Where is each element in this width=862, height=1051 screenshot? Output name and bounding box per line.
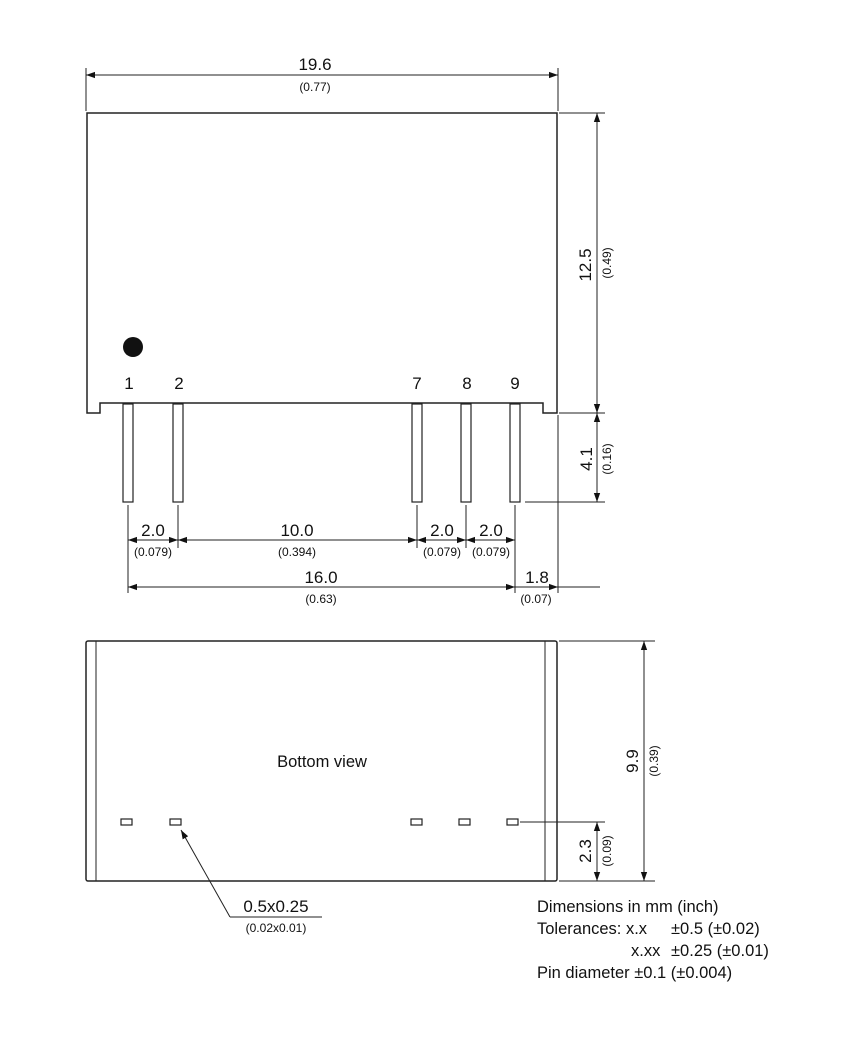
edge-offset-in: (0.07) <box>520 592 551 606</box>
notes-block: Dimensions in mm (inch) Tolerances: x.x … <box>537 898 769 982</box>
bottom-height-in: (0.39) <box>647 745 661 776</box>
pad-9 <box>506 818 519 826</box>
pin-7 <box>411 403 423 503</box>
note-tol-value-1: ±0.5 (±0.02) <box>671 920 760 938</box>
pitch-8-9-mm: 2.0 <box>479 521 503 540</box>
height-in: (0.49) <box>600 247 614 278</box>
pad-size-leader <box>180 829 231 918</box>
note-tol-label-2: x.xx <box>631 942 661 960</box>
total-span-in: (0.63) <box>305 592 336 606</box>
total-span-mm: 16.0 <box>304 568 337 587</box>
top-view: 1 2 7 8 9 19.6 (0.77) 12.5 (0.49) 4.1 (0… <box>85 55 614 606</box>
pad-2 <box>169 818 182 826</box>
pin-length-mm: 4.1 <box>577 447 596 471</box>
pin-8 <box>460 403 472 503</box>
pin-9 <box>509 403 521 503</box>
pin-label-8: 8 <box>462 374 471 393</box>
pad-7 <box>410 818 423 826</box>
edge-offset-mm: 1.8 <box>525 568 549 587</box>
pin-2 <box>172 403 184 503</box>
module-body-outline <box>86 112 558 414</box>
pin-label-1: 1 <box>124 374 133 393</box>
pin1-marker-dot <box>123 337 143 357</box>
pad-8 <box>458 818 471 826</box>
note-units: Dimensions in mm (inch) <box>537 898 719 916</box>
width-mm: 19.6 <box>298 55 331 74</box>
pin-label-2: 2 <box>174 374 183 393</box>
pitch-7-8-in: (0.079) <box>423 545 461 559</box>
pad-size-mm: 0.5x0.25 <box>243 897 308 916</box>
span-2-7-in: (0.394) <box>278 545 316 559</box>
pin-1 <box>122 403 134 503</box>
width-in: (0.77) <box>299 80 330 94</box>
bottom-body-outline <box>85 640 558 882</box>
pin-label-9: 9 <box>510 374 519 393</box>
pitch-8-9-in: (0.079) <box>472 545 510 559</box>
pitch-1-2-mm: 2.0 <box>141 521 165 540</box>
pitch-7-8-mm: 2.0 <box>430 521 454 540</box>
span-2-7-mm: 10.0 <box>280 521 313 540</box>
pad-1 <box>120 818 133 826</box>
pad-size-in: (0.02x0.01) <box>246 921 307 935</box>
pitch-1-2-in: (0.079) <box>134 545 172 559</box>
note-tol-value-2: ±0.25 (±0.01) <box>671 942 769 960</box>
bottom-view: Bottom view 9.9 (0.39) 2.3 (0.09) 0.5x0.… <box>85 640 661 935</box>
height-mm: 12.5 <box>576 248 595 281</box>
bottom-view-label: Bottom view <box>277 753 367 771</box>
pin-row-mm: 2.3 <box>576 839 595 863</box>
pin-row-in: (0.09) <box>600 835 614 866</box>
pin-label-7: 7 <box>412 374 421 393</box>
note-tol-label-1: Tolerances: x.x <box>537 920 648 938</box>
bottom-height-mm: 9.9 <box>623 749 642 773</box>
pin-length-in: (0.16) <box>600 443 614 474</box>
note-pin-diameter: Pin diameter ±0.1 (±0.004) <box>537 964 732 982</box>
